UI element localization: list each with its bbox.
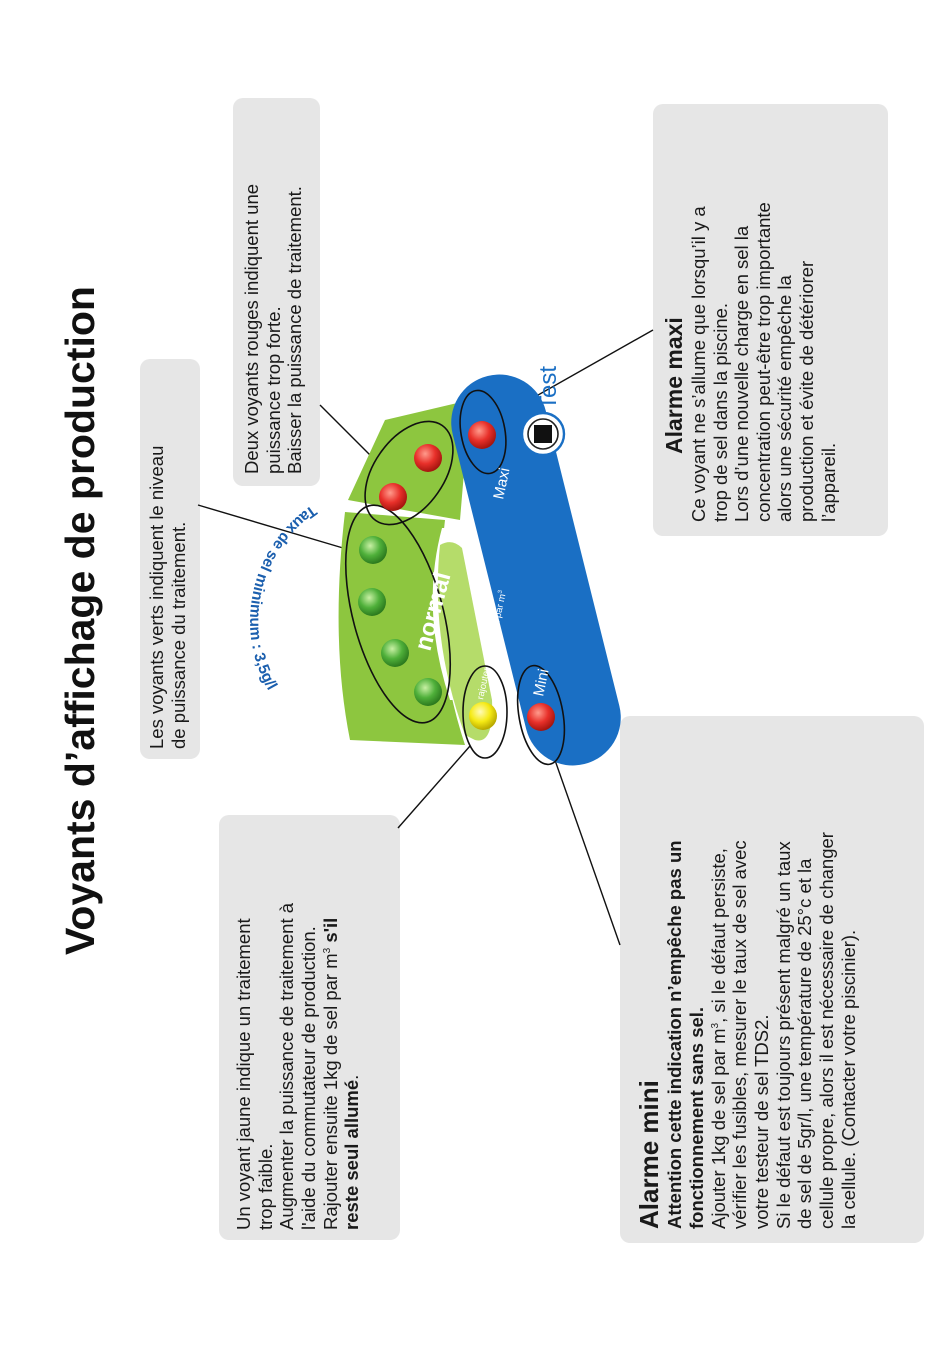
red-led-group-outline: [364, 420, 454, 526]
test-button[interactable]: [534, 425, 552, 443]
yellow-led-outline: [462, 665, 508, 759]
green-led: [359, 536, 387, 564]
test-label: Test: [535, 366, 562, 410]
salt-label-path: Taux de sel minimum : 3,5g/l: [246, 502, 320, 693]
pointer-line: [397, 745, 471, 829]
salt-minimum-label: Taux de sel minimum : 3,5g/l: [246, 502, 320, 693]
rajouter-strip: [437, 542, 493, 741]
green-led: [358, 588, 386, 616]
green-led: [381, 639, 409, 667]
green-led-group-outline: [344, 504, 452, 724]
pointer-line: [549, 745, 621, 946]
mini-label: Mini: [530, 667, 552, 697]
red-led: [379, 483, 407, 511]
superscript: 3: [498, 589, 505, 594]
maxi-label: Maxi: [490, 466, 513, 501]
yellow-led: [469, 702, 497, 730]
mini-red-led: [527, 703, 555, 731]
pointer-line: [197, 504, 344, 549]
maxi-led-outline: [459, 389, 507, 475]
maxi-red-led: [468, 421, 496, 449]
green-led: [414, 678, 442, 706]
red-led: [414, 444, 442, 472]
mini-led-outline: [516, 664, 566, 766]
